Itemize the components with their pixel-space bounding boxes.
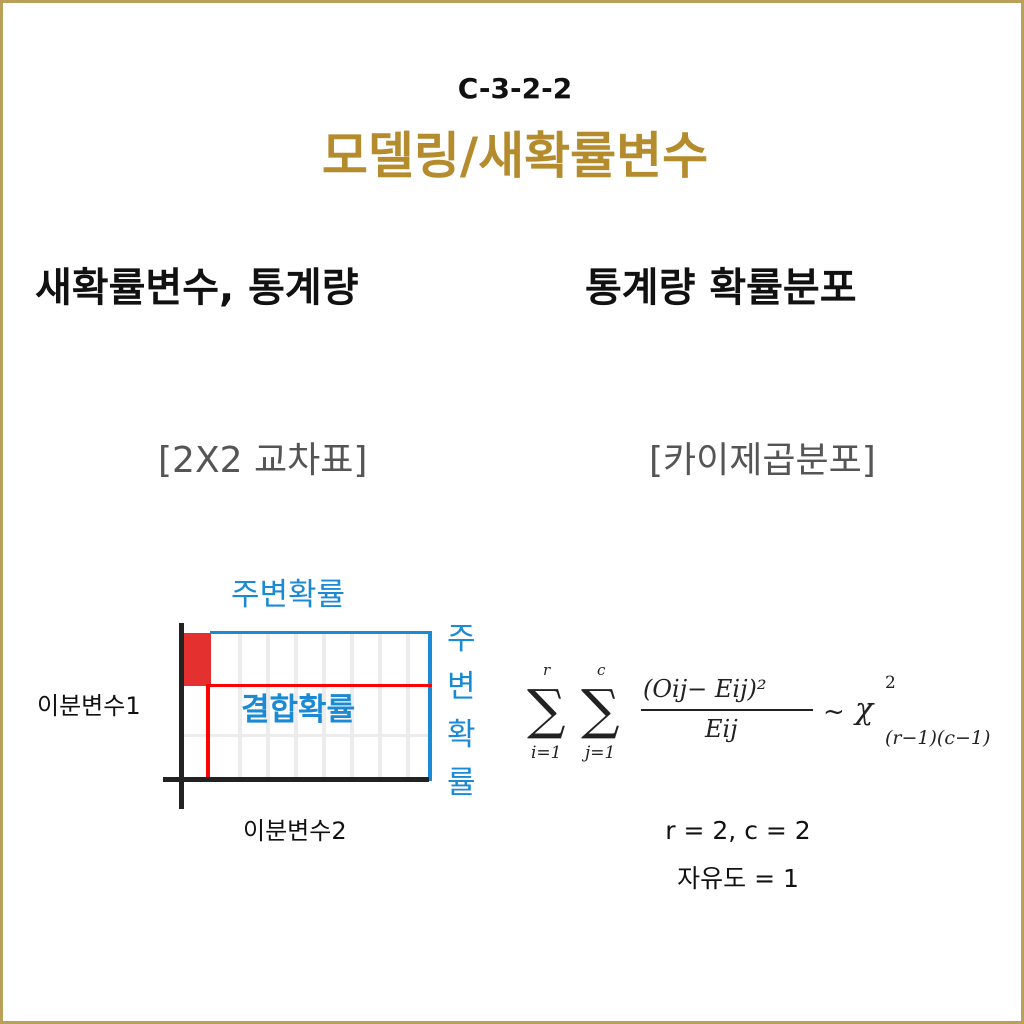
char: 주 — [447, 621, 476, 657]
parameters: r = 2, c = 2 — [665, 816, 811, 845]
chi-subscript: (r−1)(c−1) — [885, 727, 991, 749]
grid-line — [184, 734, 428, 737]
slide-code: C-3-2-2 — [457, 72, 573, 105]
grid-line — [322, 634, 326, 778]
denominator: Eij — [705, 715, 738, 743]
sum1-upper: r — [543, 661, 551, 679]
tilde: ~ — [823, 697, 845, 727]
x-axis — [163, 777, 429, 782]
joint-probability-label: 결합확률 — [241, 692, 356, 728]
sum2-upper: c — [597, 661, 606, 679]
sum1-lower: i=1 — [531, 743, 562, 763]
red-horizontal-line — [210, 684, 432, 687]
sum2-lower: j=1 — [585, 743, 616, 763]
y-axis — [179, 623, 184, 809]
grid-line — [406, 634, 410, 778]
char: 확 — [447, 717, 476, 753]
red-vertical-line — [206, 684, 210, 780]
right-marginal-label: 주 변 확 률 — [447, 615, 483, 807]
degrees-of-freedom: 자유도 = 1 — [677, 864, 799, 893]
y-variable-label: 이분변수1 — [37, 692, 141, 720]
grid-line — [266, 634, 270, 778]
x-variable-label: 이분변수2 — [243, 817, 347, 845]
grid-line — [294, 634, 298, 778]
chi-superscript: 2 — [885, 673, 896, 693]
marginal-cell — [183, 633, 211, 686]
char: 변 — [447, 669, 476, 705]
fraction-bar — [641, 709, 813, 711]
left-heading: 새확률변수, 통계량 — [35, 265, 359, 311]
numerator: (Oij− Eij)² — [643, 675, 767, 703]
sum1-icon: ∑ — [527, 678, 566, 741]
blue-right-line — [428, 631, 432, 781]
left-subtitle: [2X2 교차표] — [158, 440, 368, 481]
grid-line — [350, 634, 354, 778]
blue-top-line — [210, 631, 432, 634]
chi-symbol: χ — [855, 692, 874, 727]
sum2-icon: ∑ — [581, 678, 620, 741]
top-marginal-label: 주변확률 — [231, 577, 346, 613]
grid-line — [238, 634, 242, 778]
right-heading: 통계량 확률분포 — [585, 265, 857, 311]
char: 률 — [447, 765, 476, 801]
slide-title: 모델링/새확률변수 — [321, 127, 709, 185]
right-subtitle: [카이제곱분포] — [649, 440, 876, 481]
grid-line — [378, 634, 382, 778]
